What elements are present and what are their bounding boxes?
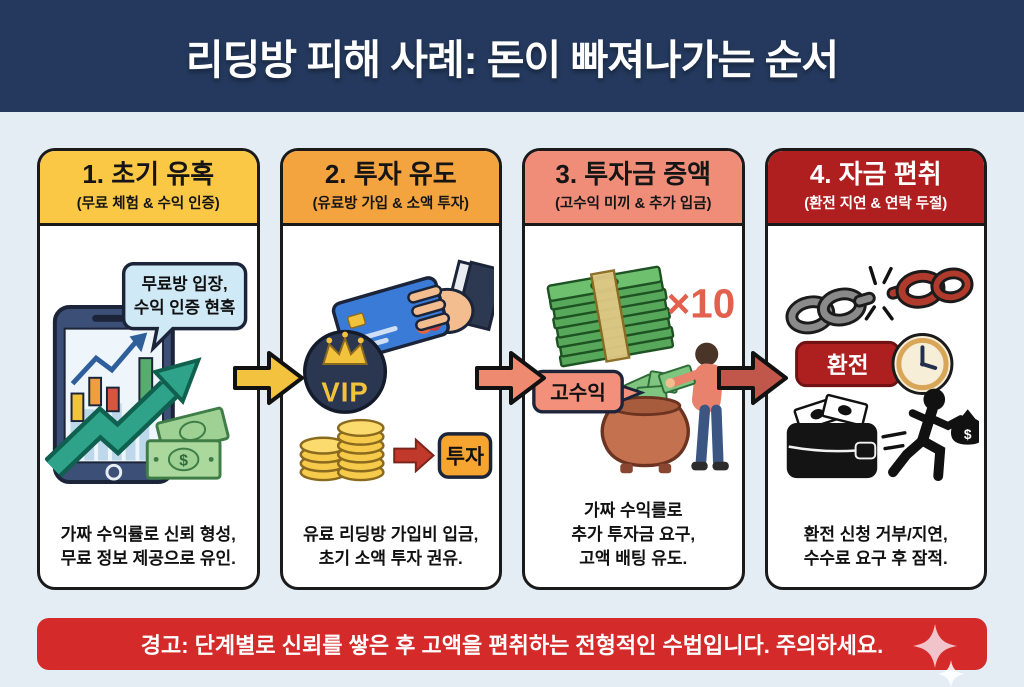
- step-3-header: 3. 투자금 증액 (고수익 미끼 & 추가 입금): [525, 151, 742, 227]
- high-profit-bubble: 고수익: [532, 369, 646, 414]
- flow-arrow-1: [233, 351, 304, 405]
- step-4-subtitle: (환전 지연 & 연락 두절): [804, 196, 948, 213]
- flow-arrow-2-shape: [475, 351, 546, 405]
- step-4-title: 4. 자금 편취: [809, 159, 942, 189]
- step-3-subtitle: (고수익 미끼 & 추가 입금): [555, 196, 712, 213]
- clock-icon: [890, 333, 953, 396]
- step-4-header: 4. 자금 편취 (환전 지연 & 연락 두절): [767, 151, 984, 227]
- multiplier-label: ×10: [667, 281, 735, 327]
- bubble-line-2: 수익 인증 현혹: [134, 297, 235, 317]
- step-3-illustration: ×10: [525, 226, 742, 497]
- person-icon: [657, 342, 729, 471]
- speech-bubble: 무료방 입장, 수익 인증 현혹: [121, 262, 248, 354]
- step-4-description: 환전 신청 거부/지연, 수수료 요구 후 잠적.: [803, 524, 948, 568]
- step-1-header: 1. 초기 유혹 (무료 체험 & 수익 인증): [40, 151, 257, 227]
- flow-arrow-3: [717, 351, 788, 405]
- bubble-line-1: 무료방 입장,: [142, 274, 228, 293]
- broken-chain-icon: [785, 266, 973, 335]
- flow-arrow-1-shape: [233, 351, 304, 405]
- money-bills-icon: $: [145, 406, 230, 480]
- rising-arrow-icon: [44, 357, 202, 478]
- step-2-subtitle: (유료방 가입 & 소액 투자): [312, 196, 469, 213]
- step-2-illustration: VIP: [283, 226, 500, 521]
- steps-row: 1. 초기 유혹 (무료 체험 & 수익 인증): [0, 148, 1024, 590]
- step-1-description: 가짜 수익률로 신뢰 형성, 무료 정보 제공으로 유인.: [60, 524, 236, 568]
- high-profit-label: 고수익: [550, 381, 606, 404]
- cash-stack-icon: [546, 265, 675, 368]
- flow-arrow-2: [475, 351, 546, 405]
- step-1-title: 1. 초기 유혹: [82, 159, 215, 189]
- wallet-icon: [786, 394, 877, 479]
- page-title: 리딩방 피해 사례: 돈이 빠져나가는 순서: [185, 37, 839, 83]
- vip-badge-icon: VIP: [302, 329, 387, 415]
- title-bar: 리딩방 피해 사례: 돈이 빠져나가는 순서: [0, 0, 1024, 112]
- step-2-header: 2. 투자 유도 (유료방 가입 & 소액 투자): [282, 151, 499, 227]
- running-person-icon: $: [887, 388, 984, 482]
- sparkle-icon: [913, 624, 965, 687]
- step-1-subtitle: (무료 체험 & 수익 인증): [76, 196, 220, 213]
- dollar-sign: $: [179, 452, 188, 469]
- step-1-illustration: $ 무료방 입장, 수익 인증 현혹: [40, 226, 257, 521]
- exchange-label: 환전: [826, 353, 868, 378]
- step-card-4: 4. 자금 편취 (환전 지연 & 연락 두절): [764, 148, 987, 590]
- money-bag-dollar: $: [963, 427, 971, 442]
- invest-box: 투자: [437, 432, 492, 479]
- step-2-description: 유료 리딩방 가입비 입금, 초기 소액 투자 권유.: [303, 524, 479, 568]
- step-2-title: 2. 투자 유도: [324, 159, 457, 189]
- step-3-description: 가짜 수익를로 추가 투자금 요구, 고액 배팅 유도.: [571, 500, 696, 568]
- step-card-3: 3. 투자금 증액 (고수익 미끼 & 추가 입금): [522, 148, 745, 590]
- speed-lines: [880, 431, 906, 451]
- step-card-1: 1. 초기 유혹 (무료 체험 & 수익 인증): [37, 148, 260, 590]
- exchange-box: 환전: [794, 341, 900, 388]
- vip-label: VIP: [321, 377, 368, 408]
- warning-banner: 경고: 단계별로 신뢰를 쌓은 후 고액을 편취하는 전형적인 수법입니다. 주…: [37, 618, 987, 687]
- warning-text: 경고: 단계별로 신뢰를 쌓은 후 고액을 편취하는 전형적인 수법입니다. 주…: [140, 633, 884, 658]
- flow-arrow-3-shape: [717, 351, 788, 405]
- invest-arrow-icon: [392, 437, 435, 474]
- invest-label: 투자: [446, 445, 484, 468]
- step-4-illustration: 환전: [768, 226, 985, 521]
- coins-stack-icon: [299, 418, 385, 482]
- step-card-2: 2. 투자 유도 (유료방 가입 & 소액 투자): [279, 148, 502, 590]
- step-3-title: 3. 투자금 증액: [555, 159, 712, 189]
